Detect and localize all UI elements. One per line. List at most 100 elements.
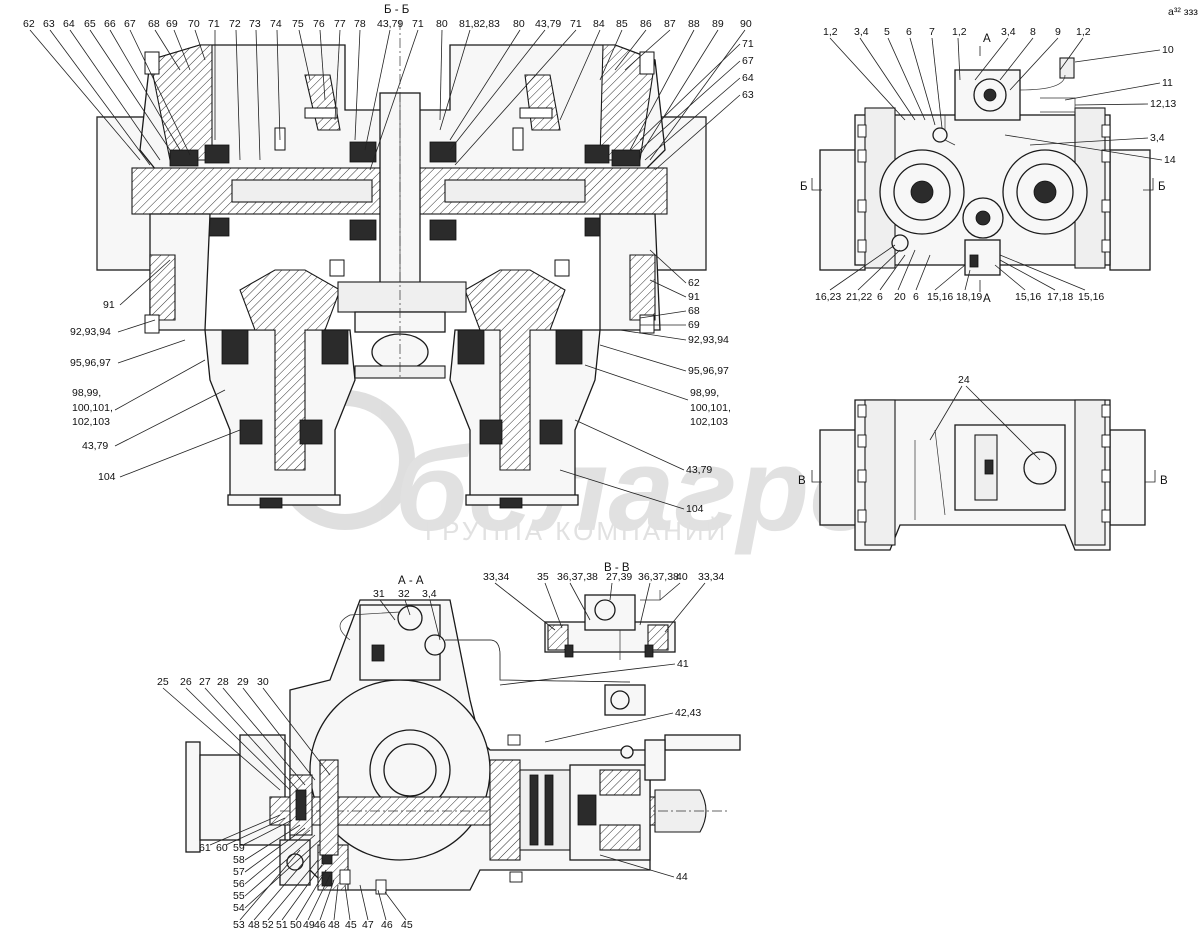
callout: 44 [676, 871, 688, 883]
section-aa-drawing: А - А [185, 575, 741, 895]
section-mark-b-right: Б [1158, 181, 1166, 193]
callout: 50 [290, 919, 302, 931]
callout: 55 [233, 890, 245, 902]
leaders-middle-view [929, 385, 1041, 461]
callout: 27 [199, 676, 211, 688]
callout: 88 [688, 18, 700, 30]
callout: 54 [233, 902, 245, 914]
callout: 51 [276, 919, 288, 931]
callout: 71 [208, 18, 220, 30]
callout: 58 [233, 854, 245, 866]
callout: 1,2 [1076, 26, 1091, 38]
callout: 48 [248, 919, 260, 931]
leaders-aa-right [599, 854, 675, 878]
section-bb-title: Б - Б [384, 4, 409, 16]
callout: 52 [262, 919, 274, 931]
section-mark-a-bottom: А [983, 293, 991, 305]
callout: 89 [712, 18, 724, 30]
callout: 28 [217, 676, 229, 688]
callout: 86 [640, 18, 652, 30]
callout: 64 [742, 72, 754, 84]
callout: 57 [233, 866, 245, 878]
callout: 41 [677, 658, 689, 670]
callout: 3,4 [1150, 132, 1165, 144]
callout: 85 [616, 18, 628, 30]
callout: 46 [381, 919, 393, 931]
callout: 33,34 [698, 571, 724, 583]
callout: 80 [436, 18, 448, 30]
callout: 98,99, [72, 387, 101, 399]
callout: 53 [233, 919, 245, 931]
callout: 3,4 [1001, 26, 1016, 38]
callout: 15,16 [1078, 291, 1104, 303]
callout: 60 [216, 842, 228, 854]
callouts-bb-top: 62 63 64 65 66 67 68 69 70 71 72 73 74 7… [23, 18, 752, 30]
section-bb-drawing: Б - Б [96, 4, 707, 509]
middle-view-drawing: В В [798, 399, 1168, 551]
section-vv-title: В - В [604, 562, 630, 574]
callout: 62 [688, 277, 700, 289]
top-view-drawing: А А Б Б [800, 33, 1166, 305]
section-mark-b-left: Б [800, 181, 808, 193]
callout: 27,39 [606, 571, 632, 583]
callout: 17,18 [1047, 291, 1073, 303]
callouts-bb-left: 91 92,93,94 95,96,97 98,99, 100,101, 102… [70, 299, 116, 483]
callout: 73 [249, 18, 261, 30]
callout: 69 [166, 18, 178, 30]
callout: 46 [314, 919, 326, 931]
callout: 42,43 [675, 707, 701, 719]
callout: 91 [688, 291, 700, 303]
callouts-aa-right: 44 [676, 871, 688, 883]
leaders-bb-left [114, 259, 241, 478]
callout: 26 [180, 676, 192, 688]
callout: 102,103 [72, 416, 110, 428]
callout: 47 [362, 919, 374, 931]
callout: 43,79 [686, 464, 712, 476]
callouts-aa-bottom: 53 48 52 51 50 49 46 48 45 47 46 45 [233, 919, 413, 931]
callout: 63 [742, 89, 754, 101]
callout: 67 [742, 55, 754, 67]
leaders-aa-left [162, 687, 331, 909]
callout: 15,16 [927, 291, 953, 303]
callout: 102,103 [690, 416, 728, 428]
leaders-aa-top [379, 599, 674, 743]
callout: 98,99, [690, 387, 719, 399]
callout: 68 [148, 18, 160, 30]
callout: 32 [398, 588, 410, 600]
callout: 3,4 [854, 26, 869, 38]
watermark-subtitle: ГРУППА КОМПАНИЙ [425, 516, 728, 546]
callout: 92,93,94 [70, 326, 111, 338]
leaders-bb-top [29, 29, 746, 171]
callout: 36,37,38 [557, 571, 598, 583]
callout: 69 [688, 319, 700, 331]
callout: 104 [686, 503, 704, 515]
section-mark-v-left: В [798, 475, 806, 487]
callout: 62 [23, 18, 35, 30]
callout: 45 [401, 919, 413, 931]
callout: 84 [593, 18, 605, 30]
callout: 72 [229, 18, 241, 30]
callout: 90 [740, 18, 752, 30]
callout: 43,79 [377, 18, 403, 30]
callout: 15,16 [1015, 291, 1041, 303]
section-mark-a-top: А [983, 33, 991, 45]
callout: 76 [313, 18, 325, 30]
callout: 1,2 [952, 26, 967, 38]
callout: 24 [958, 374, 970, 386]
callout: 25 [157, 676, 169, 688]
callout: 66 [104, 18, 116, 30]
callout: 45 [345, 919, 357, 931]
section-mark-v-right: В [1160, 475, 1168, 487]
leaders-vv [494, 582, 706, 686]
callout: 14 [1164, 154, 1176, 166]
callouts-bb-right: 71 67 64 63 62 91 68 69 92,93,94 95,96,9… [686, 38, 754, 515]
callout: 95,96,97 [688, 365, 729, 377]
callouts-middle-view: 24 [958, 374, 970, 386]
callout: 68 [688, 305, 700, 317]
callout: 75 [292, 18, 304, 30]
callout: 59 [233, 842, 245, 854]
callout: 7 [929, 26, 935, 38]
callout: 11 [1162, 77, 1173, 89]
callouts-vv: 33,34 35 36,37,38 27,39 36,37,38 40 33,3… [483, 571, 724, 670]
